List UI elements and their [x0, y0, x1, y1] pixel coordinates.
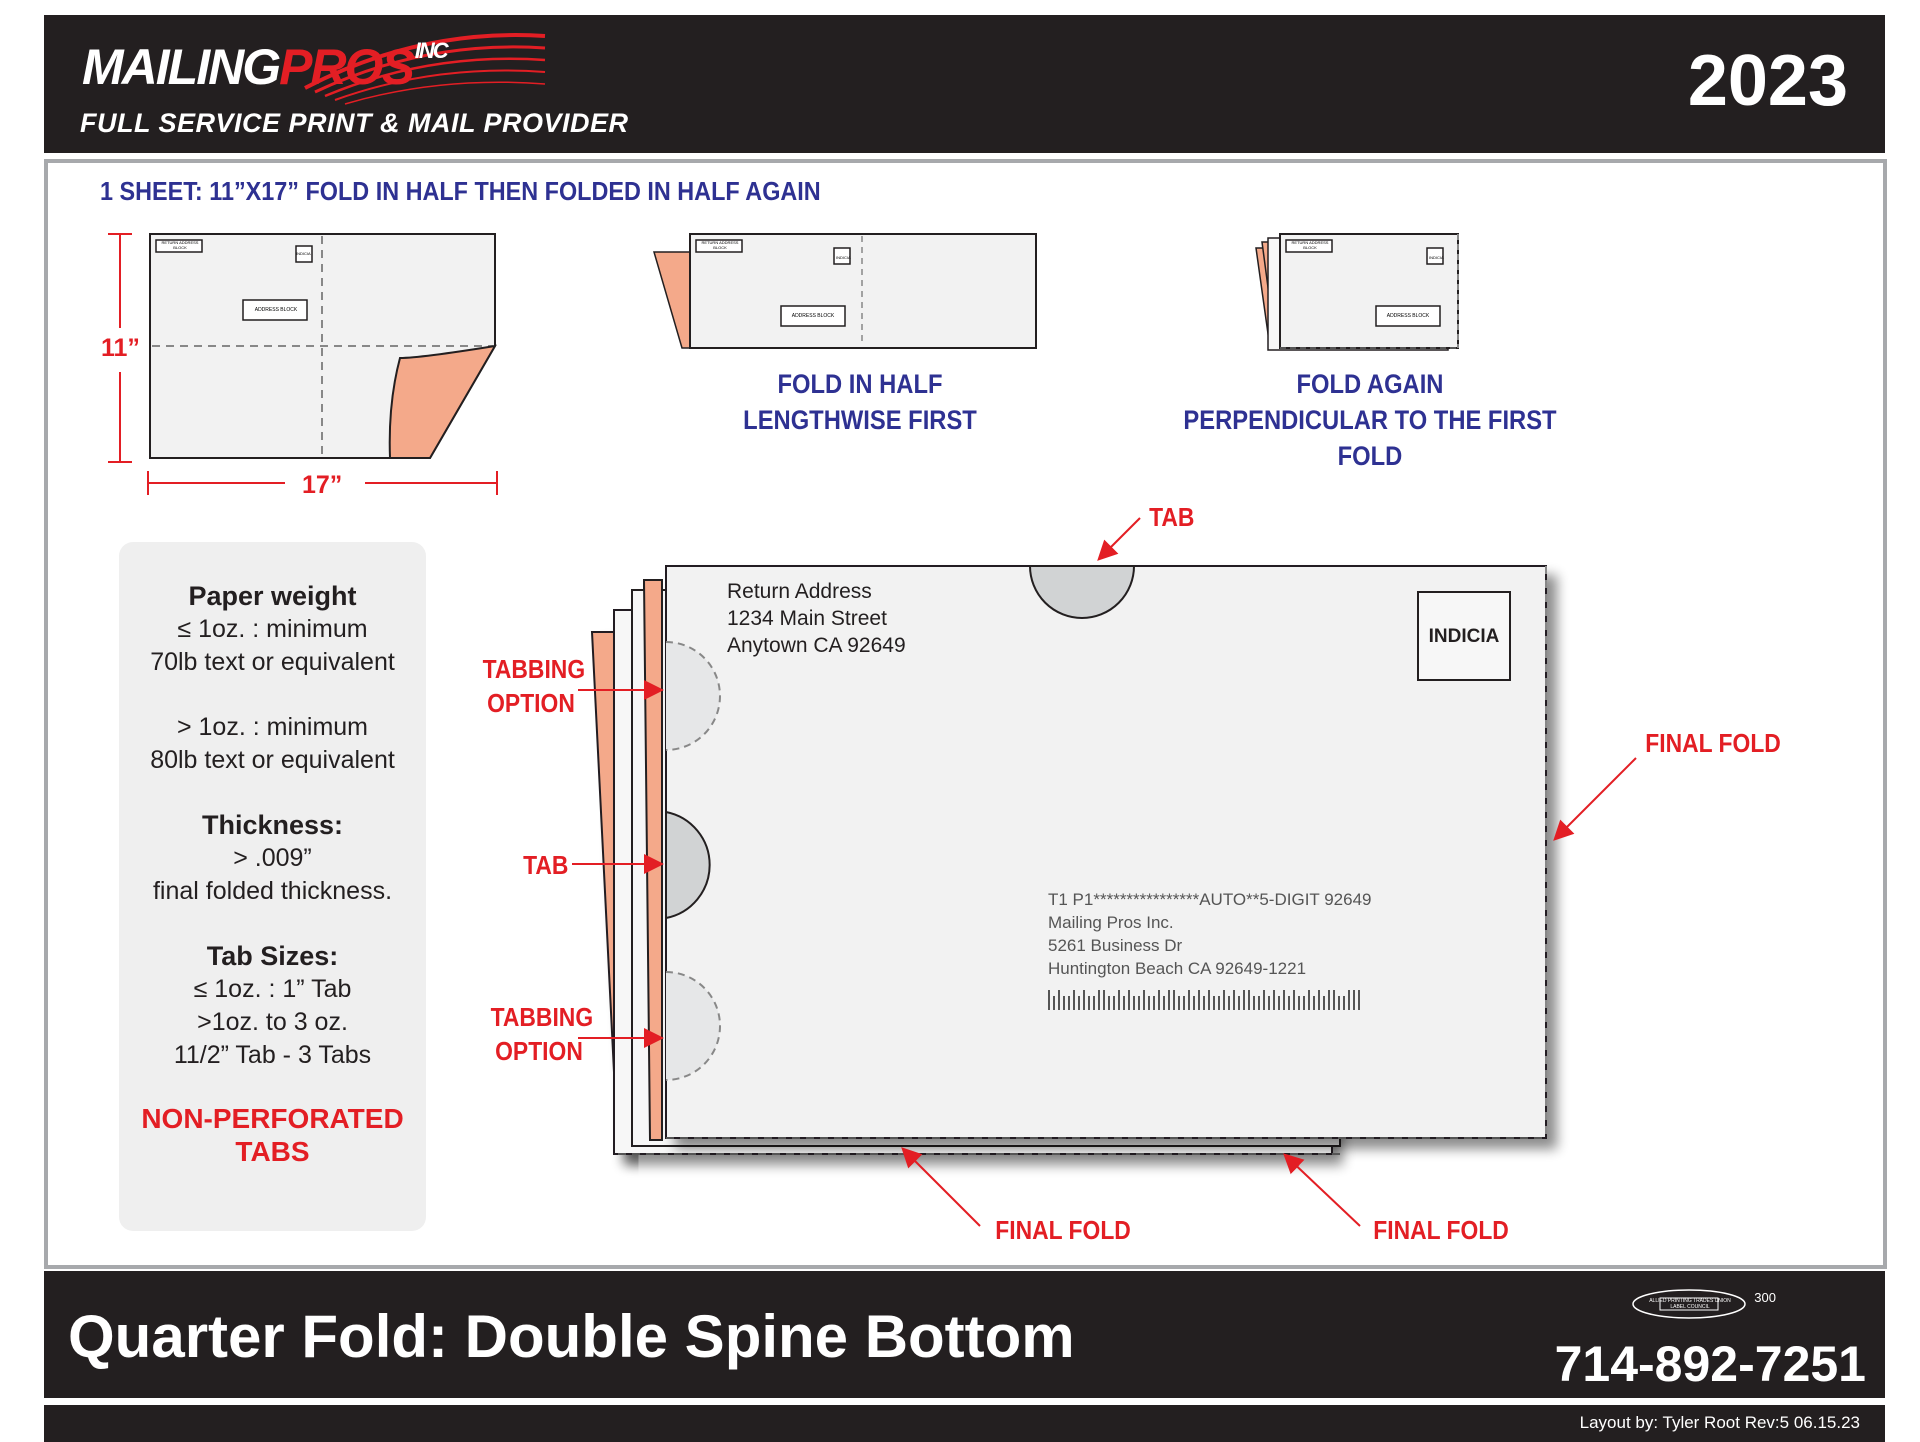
pw1-line2: 70lb text or equivalent — [150, 648, 395, 676]
fold2-address-block: ADDRESS BLOCK — [1386, 313, 1430, 319]
addr-line4: Huntington Beach CA 92649-1221 — [1048, 959, 1307, 978]
tab-size-line1: ≤ 1oz. : 1” Tab — [193, 975, 352, 1003]
dim-height-label: 11” — [101, 334, 140, 362]
return-line1: Return Address — [727, 580, 872, 603]
tabbing-option-1-line1: TABBING — [482, 654, 586, 684]
phone-number[interactable]: 714-892-7251 — [1554, 1336, 1866, 1392]
pw1-line1: ≤ 1oz. : minimum — [177, 615, 368, 643]
indicia-label: INDICIA — [1428, 626, 1500, 647]
tabbing-option-2-line1: TABBING — [490, 1002, 594, 1032]
return-address: Return Address 1234 Main Street Anytown … — [727, 578, 906, 659]
union-text: ALLIED PRINTING TRADES UNION LABEL COUNC… — [1649, 1298, 1731, 1310]
logo-mailing: MAILING — [82, 39, 281, 95]
thickness-line1: > .009” — [233, 844, 312, 872]
footer-credit-bar — [44, 1405, 1885, 1442]
tab-top-label: TAB — [1149, 502, 1195, 532]
footer-bar — [44, 1271, 1885, 1398]
logo: MAILINGPROSINC — [82, 38, 449, 95]
fold2-line2: PERPENDICULAR TO THE FIRST FOLD — [1183, 405, 1557, 471]
final-fold-bottom-label-2: FINAL FOLD — [1373, 1215, 1509, 1245]
layout-credit: Layout by: Tyler Root Rev:5 06.15.23 — [1579, 1413, 1860, 1432]
addr-line1: T1 P1****************AUTO**5-DIGIT 92649 — [1048, 890, 1372, 909]
fold2-line1: FOLD AGAIN — [1296, 369, 1444, 399]
logo-inc: INC — [414, 38, 449, 63]
logo-pros: PROS — [279, 39, 415, 95]
indicia-small: INDICIA — [296, 251, 311, 256]
fold2-return-block: RETURN ADDRESS BLOCK — [1291, 240, 1329, 250]
logo-swoosh — [300, 28, 550, 113]
final-fold-bottom-label-1: FINAL FOLD — [995, 1215, 1131, 1245]
union-bug-logo — [1630, 1287, 1748, 1321]
fold2-diagram — [1255, 233, 1459, 351]
non-perforated-line1: NON-PERFORATED — [141, 1103, 404, 1134]
tabbing-option-2-line2: OPTION — [495, 1036, 583, 1066]
header-bar — [44, 15, 1885, 153]
addr-line3: 5261 Business Dr — [1048, 936, 1183, 955]
page-title: Quarter Fold: Double Spine Bottom — [68, 1303, 1075, 1370]
fold1-line2: LENGTHWISE FIRST — [743, 405, 977, 435]
sheet-title: 1 SHEET: 11”X17” FOLD IN HALF THEN FOLDE… — [100, 176, 821, 206]
fold1-indicia: INDICIA — [836, 255, 851, 260]
return-line3: Anytown CA 92649 — [727, 634, 906, 657]
tabbing-option-1-line2: OPTION — [487, 688, 575, 718]
address-block-small: ADDRESS BLOCK — [254, 307, 298, 313]
thickness-line2: final folded thickness. — [152, 877, 393, 905]
tab-sizes-heading: Tab Sizes: — [206, 941, 339, 971]
fold2-indicia: INDICIA — [1429, 255, 1444, 260]
mailpiece-diagram — [590, 565, 1547, 1155]
delivery-address: T1 P1****************AUTO**5-DIGIT 92649… — [1048, 888, 1372, 980]
tabbing-option-label-2: TABBING OPTION — [490, 1000, 594, 1068]
logo-tagline: FULL SERVICE PRINT & MAIL PROVIDER — [80, 108, 629, 138]
pw2-line1: > 1oz. : minimum — [176, 713, 369, 741]
final-fold-right-label: FINAL FOLD — [1645, 728, 1781, 758]
union-number: 300 — [1754, 1290, 1776, 1305]
fold1-return-block: RETURN ADDRESS BLOCK — [701, 240, 739, 250]
tab-size-line2: >1oz. to 3 oz. — [197, 1008, 348, 1036]
paper-weight-heading: Paper weight — [188, 581, 357, 611]
barcode — [1048, 990, 1360, 1010]
fold1-diagram — [653, 233, 1037, 349]
return-line2: 1234 Main Street — [727, 607, 887, 630]
dim-width-label: 17” — [302, 471, 343, 499]
fold1-address-block: ADDRESS BLOCK — [791, 313, 835, 319]
tabbing-option-label-1: TABBING OPTION — [482, 652, 586, 720]
year-label: 2023 — [1687, 41, 1848, 121]
pw2-line2: 80lb text or equivalent — [150, 746, 395, 774]
specs-box: Paper weight ≤ 1oz. : minimum 70lb text … — [119, 542, 426, 1231]
tab-left-label: TAB — [523, 850, 569, 880]
fold2-caption: FOLD AGAIN PERPENDICULAR TO THE FIRST FO… — [1150, 366, 1590, 474]
thickness-heading: Thickness: — [201, 810, 344, 840]
tab-size-line3: 11/2” Tab - 3 Tabs — [173, 1041, 372, 1069]
fold1-caption: FOLD IN HALF LENGTHWISE FIRST — [719, 366, 1001, 438]
fold1-line1: FOLD IN HALF — [777, 369, 943, 399]
flat-sheet-diagram — [104, 233, 498, 498]
return-block-small: RETURN ADDRESS BLOCK — [161, 240, 199, 250]
addr-line2: Mailing Pros Inc. — [1048, 913, 1174, 932]
non-perforated-line2: TABS — [235, 1136, 310, 1167]
